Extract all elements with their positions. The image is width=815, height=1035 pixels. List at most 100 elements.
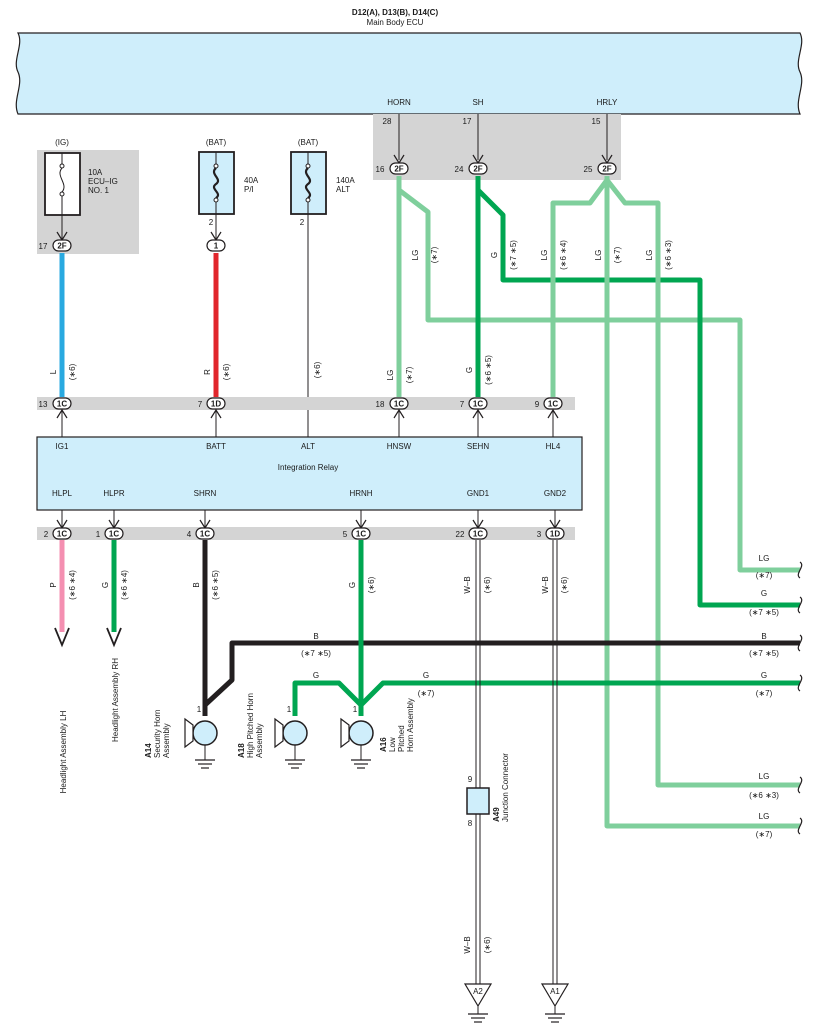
bottom-pin-gnd1: 22 bbox=[456, 530, 465, 539]
horn-a14-pin: 1 bbox=[197, 705, 202, 714]
relay-terminal-hnsw: HNSW bbox=[387, 442, 412, 451]
relay-terminal-hlpr: HLPR bbox=[103, 489, 125, 498]
relay-bottom-connector-bar bbox=[37, 527, 575, 540]
horn-icon bbox=[282, 720, 308, 746]
relay-terminal-hrnh: HRNH bbox=[349, 489, 372, 498]
fuse-2-pin: 2 bbox=[209, 218, 214, 227]
wire-shrn-note: (∗6 ∗5) bbox=[211, 570, 220, 600]
fuse-2-name: P/I bbox=[244, 185, 254, 194]
wire-r-note: (∗6) bbox=[222, 363, 231, 380]
relay-top-pins: 1C 13 1D 7 1C 18 1C 7 1C bbox=[39, 397, 563, 437]
fuse-3-source: (BAT) bbox=[298, 138, 319, 147]
right-exit-5-note: (∗6 ∗3) bbox=[749, 791, 779, 800]
wire-g-sh-to-right bbox=[476, 188, 800, 608]
wire-b-bus-note: (∗7 ∗5) bbox=[301, 649, 331, 658]
horn-icon bbox=[192, 720, 218, 746]
top-pin-sehn: 7 bbox=[460, 400, 465, 409]
right-exit-5: LG (∗6 ∗3) bbox=[749, 772, 803, 800]
horn-a16-name3: Horn Assembly bbox=[406, 698, 415, 752]
wire-gnd2-note: (∗6) bbox=[560, 576, 569, 593]
fuse-3-pin: 2 bbox=[300, 218, 305, 227]
horn-icon bbox=[348, 720, 374, 746]
wire-alt-note: (∗6) bbox=[313, 361, 322, 378]
right-exit-6: LG (∗7) bbox=[756, 812, 803, 839]
wire-g-to-high-horn bbox=[292, 680, 363, 716]
top-conn-batt: 1D bbox=[211, 400, 221, 409]
bottom-conn-hrnh: 1C bbox=[356, 530, 366, 539]
a49-pin-bottom: 8 bbox=[468, 819, 473, 828]
fuse-alt: (BAT) 140A ALT 2 (∗6) bbox=[290, 138, 355, 437]
fuse-1-name: ECU–IG bbox=[88, 177, 118, 186]
wire-lg-horn-to-right bbox=[397, 188, 800, 573]
horn-a18-pin: 1 bbox=[287, 705, 292, 714]
horn-a14-code: A14 bbox=[144, 743, 153, 758]
wire-lg-hrly-to-right-a bbox=[605, 178, 800, 788]
right-exit-3-note: (∗7 ∗5) bbox=[749, 649, 779, 658]
fuse-ecu-ig-no1: (IG) 10A ECU–IG NO. 1 2F 17 bbox=[39, 138, 118, 252]
right-exit-3-color: B bbox=[761, 632, 766, 641]
wire-sehn-lower-note: (∗6 ∗5) bbox=[484, 355, 493, 385]
right-exit-1-note: (∗7) bbox=[756, 571, 773, 580]
horn-a14-security: 1 A14 Security Horn Assembly bbox=[144, 705, 218, 769]
bottom-conn-gnd1: 1C bbox=[473, 530, 483, 539]
wire-hnsw-upper-note: (∗7) bbox=[430, 246, 439, 263]
wire-hl4-a-note: (∗6 ∗4) bbox=[559, 240, 568, 270]
wire-l-label: L bbox=[49, 369, 58, 374]
bottom-conn-gnd2: 1D bbox=[550, 530, 560, 539]
wire-gnd1-low-note: (∗6) bbox=[483, 936, 492, 953]
conn-2f-label-2: 2F bbox=[473, 165, 482, 174]
wire-hrnh-note: (∗6) bbox=[367, 576, 376, 593]
relay-terminal-gnd1: GND1 bbox=[467, 489, 490, 498]
right-exit-5-color: LG bbox=[759, 772, 770, 781]
relay-terminal-hlpl: HLPL bbox=[52, 489, 73, 498]
wire-hnsw-lower-note: (∗7) bbox=[405, 366, 414, 383]
wire-sehn-lower-label: G bbox=[465, 367, 474, 373]
horn-a16-pin: 1 bbox=[353, 705, 358, 714]
bottom-conn-hlpr: 1C bbox=[109, 530, 119, 539]
fuse-1-out-pin: 17 bbox=[39, 242, 48, 251]
ecu-terminal-sh: SH bbox=[472, 98, 483, 107]
wire-g-bus bbox=[359, 680, 800, 707]
wire-gnd2-label: W–B bbox=[541, 576, 550, 593]
right-exit-4-color: G bbox=[761, 671, 767, 680]
ecu-box bbox=[15, 32, 803, 115]
wire-hl4-c-note: (∗6 ∗3) bbox=[664, 240, 673, 270]
horn-a18-high-pitched: 1 A18 High Pitched Horn Assembly bbox=[237, 693, 308, 769]
fuse-2-source: (BAT) bbox=[206, 138, 227, 147]
relay-bottom-pins: 1C 2 1C 1 1C 4 1C 5 1C bbox=[44, 510, 565, 540]
junction-2f-connectors: 2F 16 2F 24 2F 25 bbox=[376, 154, 617, 175]
ecu-terminal-hrly: HRLY bbox=[597, 98, 618, 107]
main-body-ecu: D12(A), D13(B), D14(C) Main Body ECU HOR… bbox=[15, 8, 803, 115]
wire-hlpl-label: P bbox=[49, 582, 58, 587]
fuse-2-out-conn: 1 bbox=[214, 242, 219, 251]
integration-relay-box bbox=[36, 436, 583, 511]
wire-lg-hrly-to-right-b bbox=[604, 176, 800, 829]
conn-2f-pin-16: 16 bbox=[376, 165, 385, 174]
a49-code: A49 bbox=[492, 807, 501, 822]
fuse-p-i: (BAT) 40A P/I 2 1 bbox=[198, 138, 259, 252]
wire-hl4-b-note: (∗7) bbox=[613, 246, 622, 263]
wire-g-bus-note: (∗7) bbox=[418, 689, 435, 698]
arrow-headlight-lh bbox=[54, 627, 70, 648]
top-pin-hnsw: 18 bbox=[376, 400, 385, 409]
wire-hnsw-upper-label: LG bbox=[411, 250, 420, 261]
wire-hl4-b-label: LG bbox=[594, 250, 603, 261]
right-exit-3: B (∗7 ∗5) bbox=[749, 632, 803, 658]
integration-relay-title: Integration Relay bbox=[278, 463, 338, 472]
wire-hrnh-label: G bbox=[348, 582, 357, 588]
ground-point-a1: A1 bbox=[540, 983, 570, 1023]
wire-hl4-c-label: LG bbox=[645, 250, 654, 261]
wire-shrn-label: B bbox=[192, 582, 201, 587]
a49-name: Junction Connector bbox=[501, 753, 510, 822]
conn-2f-pin-25: 25 bbox=[584, 165, 593, 174]
fuse-3-rating: 140A bbox=[336, 176, 355, 185]
relay-terminal-gnd2: GND2 bbox=[544, 489, 567, 498]
horn-a16-code: A16 bbox=[379, 737, 388, 752]
wire-l-note: (∗6) bbox=[68, 363, 77, 380]
fuse-1-name2: NO. 1 bbox=[88, 186, 109, 195]
fuse-2-rating: 40A bbox=[244, 176, 259, 185]
fuse-3-name: ALT bbox=[336, 185, 350, 194]
relay-top-connector-bar bbox=[37, 397, 575, 410]
relay-terminal-sehn: SEHN bbox=[467, 442, 489, 451]
